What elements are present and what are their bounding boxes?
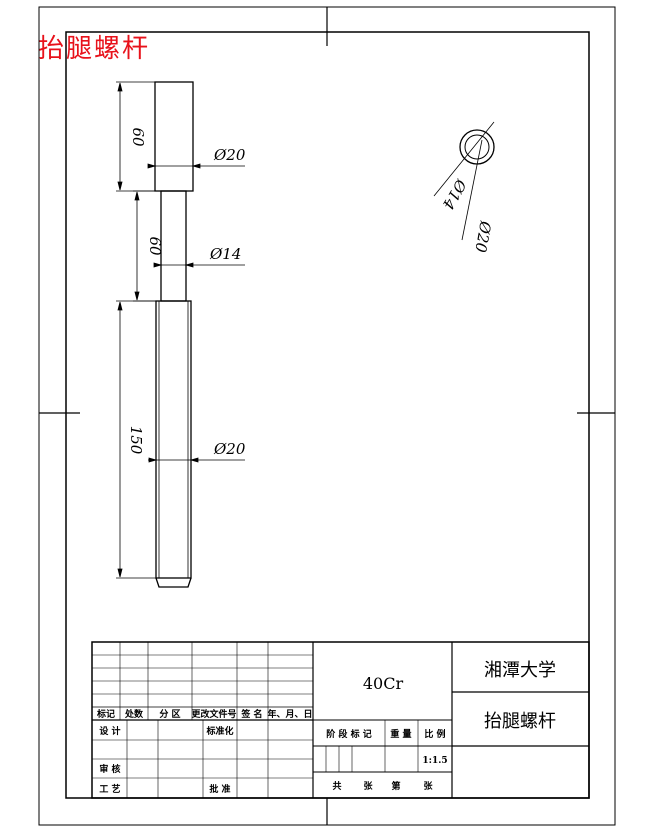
tb-sheet-unit: 张: [423, 780, 433, 792]
tb-weight: 重 量: [390, 728, 411, 740]
section-inner-circle: [464, 134, 490, 160]
tb-header-count: 处数: [124, 708, 144, 720]
tb-scale-value: 1:1.5: [422, 756, 447, 766]
shaft-chamfer: [155, 577, 192, 588]
tb-sheets: 张: [363, 780, 373, 792]
tb-design: 设 计: [99, 725, 120, 737]
dim-dia-top: [147, 163, 245, 169]
dim-dia-bottom-label: Ø20: [213, 440, 246, 458]
shaft-top-section: [154, 81, 194, 192]
screw-part-view: [154, 81, 194, 588]
tb-material: 40Cr: [363, 674, 404, 693]
outer-border: [38, 6, 616, 826]
tb-header-zone: 分 区: [159, 708, 180, 720]
section-outer-label: Ø20: [471, 219, 494, 254]
dim-dia-mid-label: Ø14: [209, 245, 241, 263]
dim-dia-top-label: Ø20: [213, 146, 246, 164]
tb-scale: 比 例: [424, 728, 445, 740]
centering-marks: [39, 7, 615, 825]
drawing-title: 抬腿螺杆: [38, 34, 151, 64]
tb-approve: 批 准: [209, 783, 230, 795]
dim-len-bottom: [116, 300, 156, 579]
tb-header-sign: 签 名: [240, 708, 262, 720]
inner-frame: [65, 31, 590, 799]
tb-header-mark: 标记: [96, 708, 115, 720]
dim-len-mid-label: 60: [146, 236, 164, 256]
tb-review: 审 核: [99, 763, 120, 775]
tb-total: 共: [332, 780, 341, 792]
tb-process: 工 艺: [99, 783, 120, 795]
section-view: [433, 121, 495, 241]
shaft-bottom-section: [155, 300, 192, 579]
title-block: [91, 641, 590, 799]
tb-school: 湘潭大学: [484, 660, 556, 681]
dim-dia-mid: [153, 262, 245, 268]
dim-len-top-label: 60: [129, 127, 147, 147]
dim-len-mid: [133, 190, 161, 302]
tb-standardization: 标准化: [205, 725, 233, 737]
tb-header-change-doc: 更改文件号: [191, 708, 236, 720]
tb-header-date: 年、月、日: [267, 708, 312, 720]
tb-part-name: 抬腿螺杆: [484, 711, 556, 732]
tb-sheet-no: 第: [391, 780, 400, 792]
dim-len-bottom-label: 150: [127, 426, 145, 455]
tb-stage-mark: 阶 段 标 记: [326, 728, 371, 740]
dim-dia-bottom: [148, 457, 245, 463]
section-inner-label: Ø14: [439, 176, 471, 213]
